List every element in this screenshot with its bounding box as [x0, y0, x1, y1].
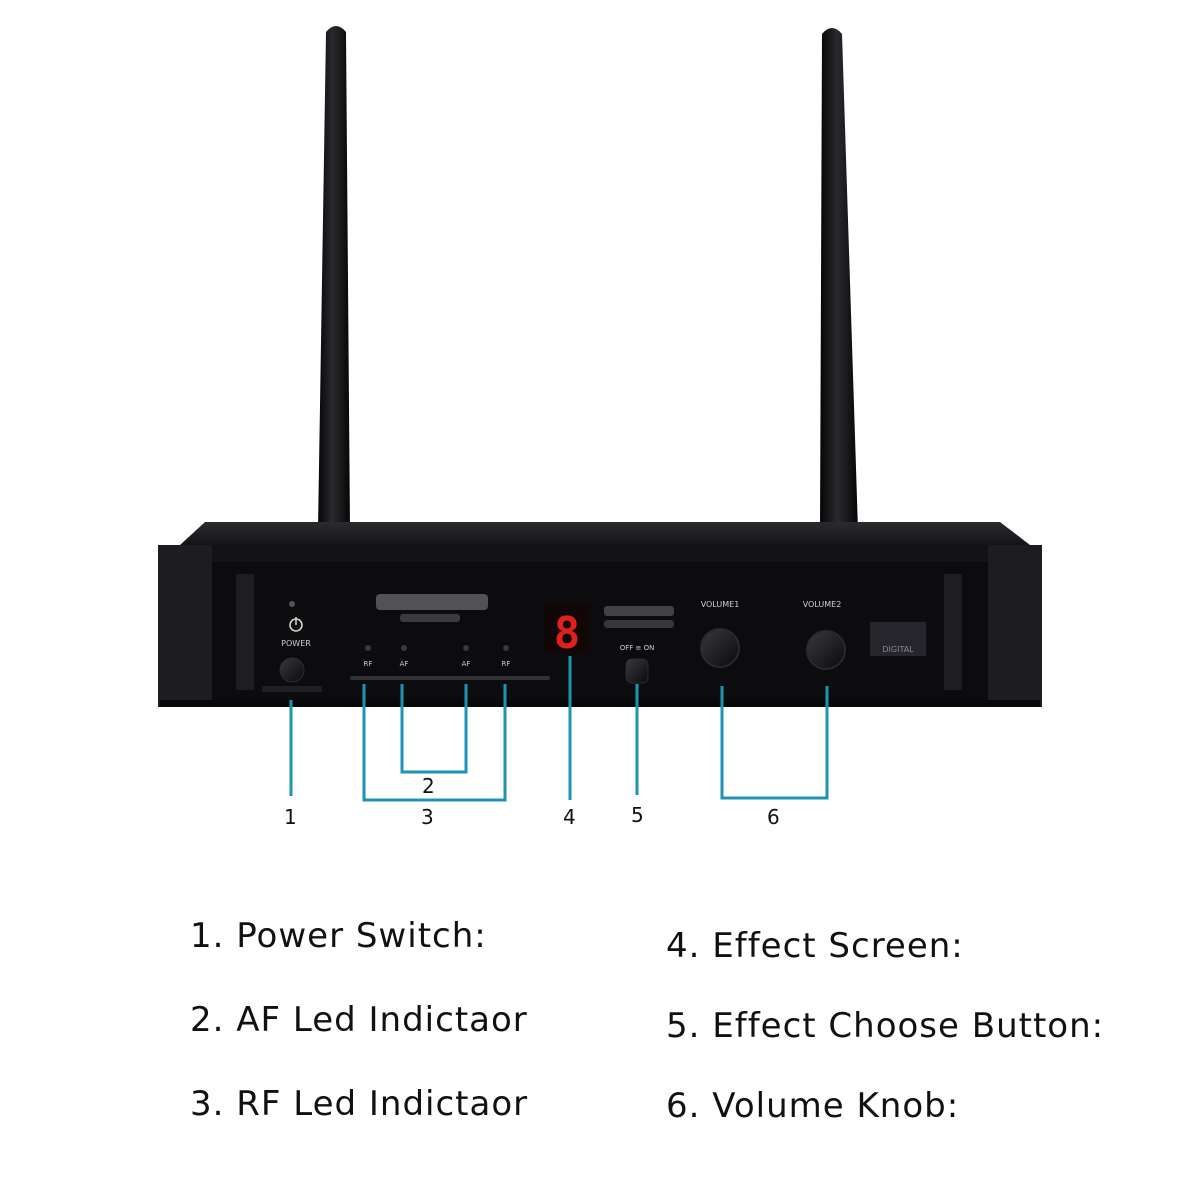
- callout-number-5: 5: [631, 803, 644, 827]
- receiver-body: [158, 522, 1042, 707]
- effect-display-digit: 8: [554, 608, 581, 659]
- right-antenna: [820, 28, 858, 530]
- effect-screen: 8: [544, 604, 674, 659]
- callout-line-3: [362, 684, 507, 802]
- callout-number-6: 6: [767, 805, 780, 829]
- volume-knob-1[interactable]: VOLUME1: [700, 600, 740, 668]
- svg-text:DIGITAL: DIGITAL: [882, 645, 914, 654]
- brand-logo-blurred: [376, 594, 488, 622]
- legend-item-effect-screen: 4. Effect Screen:: [666, 926, 964, 966]
- led-label-af-right: AF: [462, 660, 471, 668]
- led-rf-right: [503, 645, 509, 651]
- callout-number-1: 1: [284, 805, 297, 829]
- left-antenna: [318, 26, 350, 530]
- power-switch[interactable]: POWER: [262, 601, 322, 692]
- effect-switch-label: OFF ≡ ON: [620, 644, 655, 652]
- callout-line-2: [400, 684, 468, 774]
- callout-number-3: 3: [421, 805, 434, 829]
- power-label: POWER: [281, 639, 311, 648]
- callout-number-2: 2: [422, 774, 435, 798]
- callout-lines: [289, 656, 829, 802]
- callout-number-4: 4: [563, 805, 576, 829]
- legend-item-volume-knob: 6. Volume Knob:: [666, 1086, 960, 1126]
- volume2-label: VOLUME2: [803, 600, 842, 609]
- led-af-right: [463, 645, 469, 651]
- legend-item-power-switch: 1. Power Switch:: [190, 916, 487, 956]
- digital-badge: DIGITAL: [870, 622, 926, 656]
- volume-knob-2[interactable]: VOLUME2: [803, 600, 846, 670]
- led-af-left: [401, 645, 407, 651]
- led-label-rf-left: RF: [364, 660, 373, 668]
- legend-item-af-led: 2. AF Led Indictaor: [190, 1000, 528, 1040]
- callout-line-6: [720, 686, 829, 800]
- led-indicators: RF AF AF RF: [350, 645, 550, 680]
- led-label-rf-right: RF: [502, 660, 511, 668]
- model-text-blurred: [350, 676, 550, 680]
- volume1-label: VOLUME1: [701, 600, 740, 609]
- legend-item-effect-choose-button: 5. Effect Choose Button:: [666, 1006, 1105, 1046]
- legend-item-rf-led: 3. RF Led Indictaor: [190, 1084, 529, 1124]
- led-rf-left: [365, 645, 371, 651]
- led-label-af-left: AF: [400, 660, 409, 668]
- effect-choose-button[interactable]: OFF ≡ ON: [620, 644, 655, 684]
